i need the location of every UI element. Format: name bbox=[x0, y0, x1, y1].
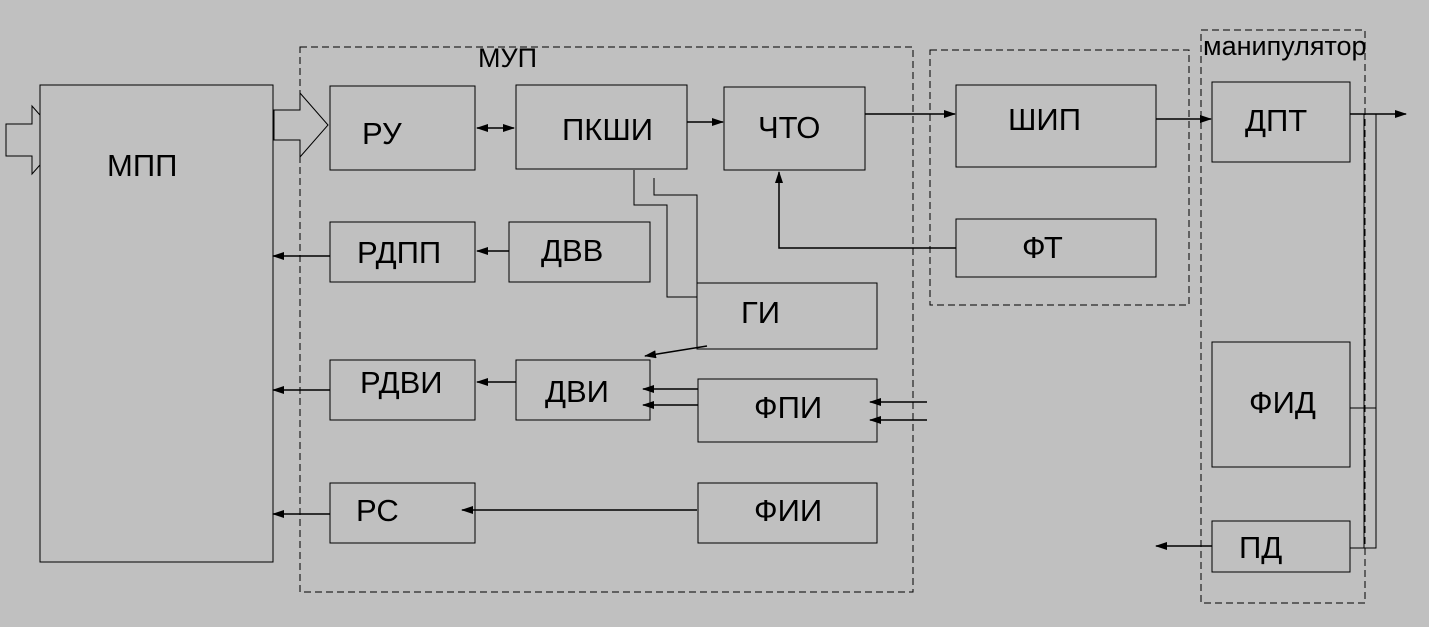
manipulator-group-label: манипулятор bbox=[1203, 31, 1367, 61]
ft-label: ФТ bbox=[1022, 230, 1063, 265]
ship-block bbox=[955, 84, 1157, 168]
dpt-block bbox=[1211, 81, 1351, 163]
ru-label: РУ bbox=[362, 116, 402, 151]
pkshi-block bbox=[515, 84, 688, 170]
fii-block bbox=[697, 482, 878, 544]
rdpp-block bbox=[329, 221, 476, 283]
dvv-block bbox=[508, 221, 651, 283]
manipulator-group-frame bbox=[1200, 29, 1366, 604]
pkshi-label: ПКШИ bbox=[562, 112, 653, 147]
pd-block bbox=[1211, 520, 1351, 573]
chto-label: ЧТО bbox=[758, 110, 820, 145]
mpp-label: МПП bbox=[107, 148, 177, 183]
fii-label: ФИИ bbox=[754, 493, 822, 528]
fpi-label: ФПИ bbox=[754, 390, 822, 425]
rs-block bbox=[329, 482, 476, 544]
pkshi-gi-link-inner bbox=[653, 178, 698, 283]
fid-block bbox=[1211, 341, 1351, 468]
fpi-block bbox=[697, 378, 878, 443]
pd-label: ПД bbox=[1239, 530, 1282, 565]
rdvi-label: РДВИ bbox=[360, 365, 443, 400]
mpp-block bbox=[39, 84, 274, 563]
pkshi-gi-link-outer bbox=[633, 170, 697, 298]
rdpp-label: РДПП bbox=[357, 235, 441, 270]
power-group-frame bbox=[929, 49, 1190, 306]
gi-dvi-arrow bbox=[644, 345, 708, 359]
dvi-label: ДВИ bbox=[545, 374, 609, 409]
dvv-label: ДВВ bbox=[541, 233, 603, 268]
dvi-block bbox=[515, 359, 651, 421]
bus-hollow-arrow bbox=[273, 91, 329, 159]
gi-label: ГИ bbox=[741, 295, 780, 330]
rs-label: РС bbox=[356, 493, 399, 528]
ship-label: ШИП bbox=[1008, 102, 1081, 137]
sensor-bus-line bbox=[1350, 114, 1377, 549]
fid-label: ФИД bbox=[1249, 385, 1316, 420]
gi-block bbox=[696, 282, 878, 350]
ft-chto-feedback-arrow bbox=[775, 171, 956, 249]
mup-group-label: МУП bbox=[478, 43, 537, 73]
mup-group-frame bbox=[299, 46, 914, 593]
dpt-label: ДПТ bbox=[1245, 103, 1307, 138]
ru-block bbox=[329, 85, 476, 171]
ft-block bbox=[955, 218, 1157, 278]
rdvi-block bbox=[329, 359, 476, 421]
chto-block bbox=[723, 86, 866, 171]
